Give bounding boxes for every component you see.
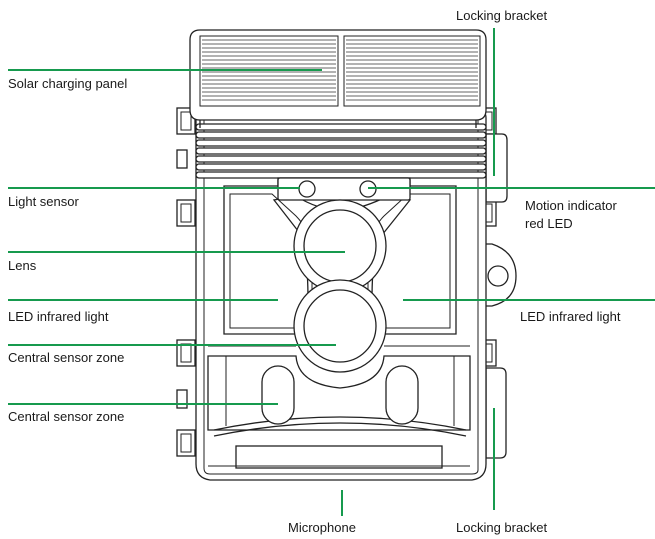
front-face (223, 177, 457, 373)
solar-panel (189, 29, 487, 128)
label-light-sensor: Light sensor (8, 194, 79, 209)
leader-lines (8, 28, 655, 516)
label-led-infrared-right: LED infrared light (520, 309, 621, 324)
label-central-sensor-zone-2: Central sensor zone (8, 409, 125, 424)
pir-shape-inner (303, 289, 377, 363)
label-led-infrared-left: LED infrared light (8, 309, 109, 324)
locking-bracket-top-shape (485, 133, 508, 203)
label-solar-charging-panel: Solar charging panel (8, 76, 128, 91)
label-lens: Lens (8, 258, 37, 273)
locking-bracket-bottom-shape (485, 367, 507, 459)
label-microphone: Microphone (288, 520, 356, 535)
label-central-sensor-zone-1: Central sensor zone (8, 350, 125, 365)
label-motion-indicator: Motion indicator (525, 198, 617, 213)
lower-housing (207, 345, 471, 469)
label-motion-indicator-red-led: red LED (525, 216, 573, 231)
lens-shape-inner (303, 209, 377, 283)
mount-hole (487, 265, 509, 287)
mount-tab (477, 243, 517, 307)
label-locking-bracket-bottom: Locking bracket (456, 520, 548, 535)
vent-ribs (195, 123, 487, 179)
left-clips (176, 107, 196, 457)
camera-body-inner (203, 119, 479, 475)
light-sensor-shape (298, 180, 316, 198)
label-locking-bracket-top: Locking bracket (456, 8, 548, 23)
